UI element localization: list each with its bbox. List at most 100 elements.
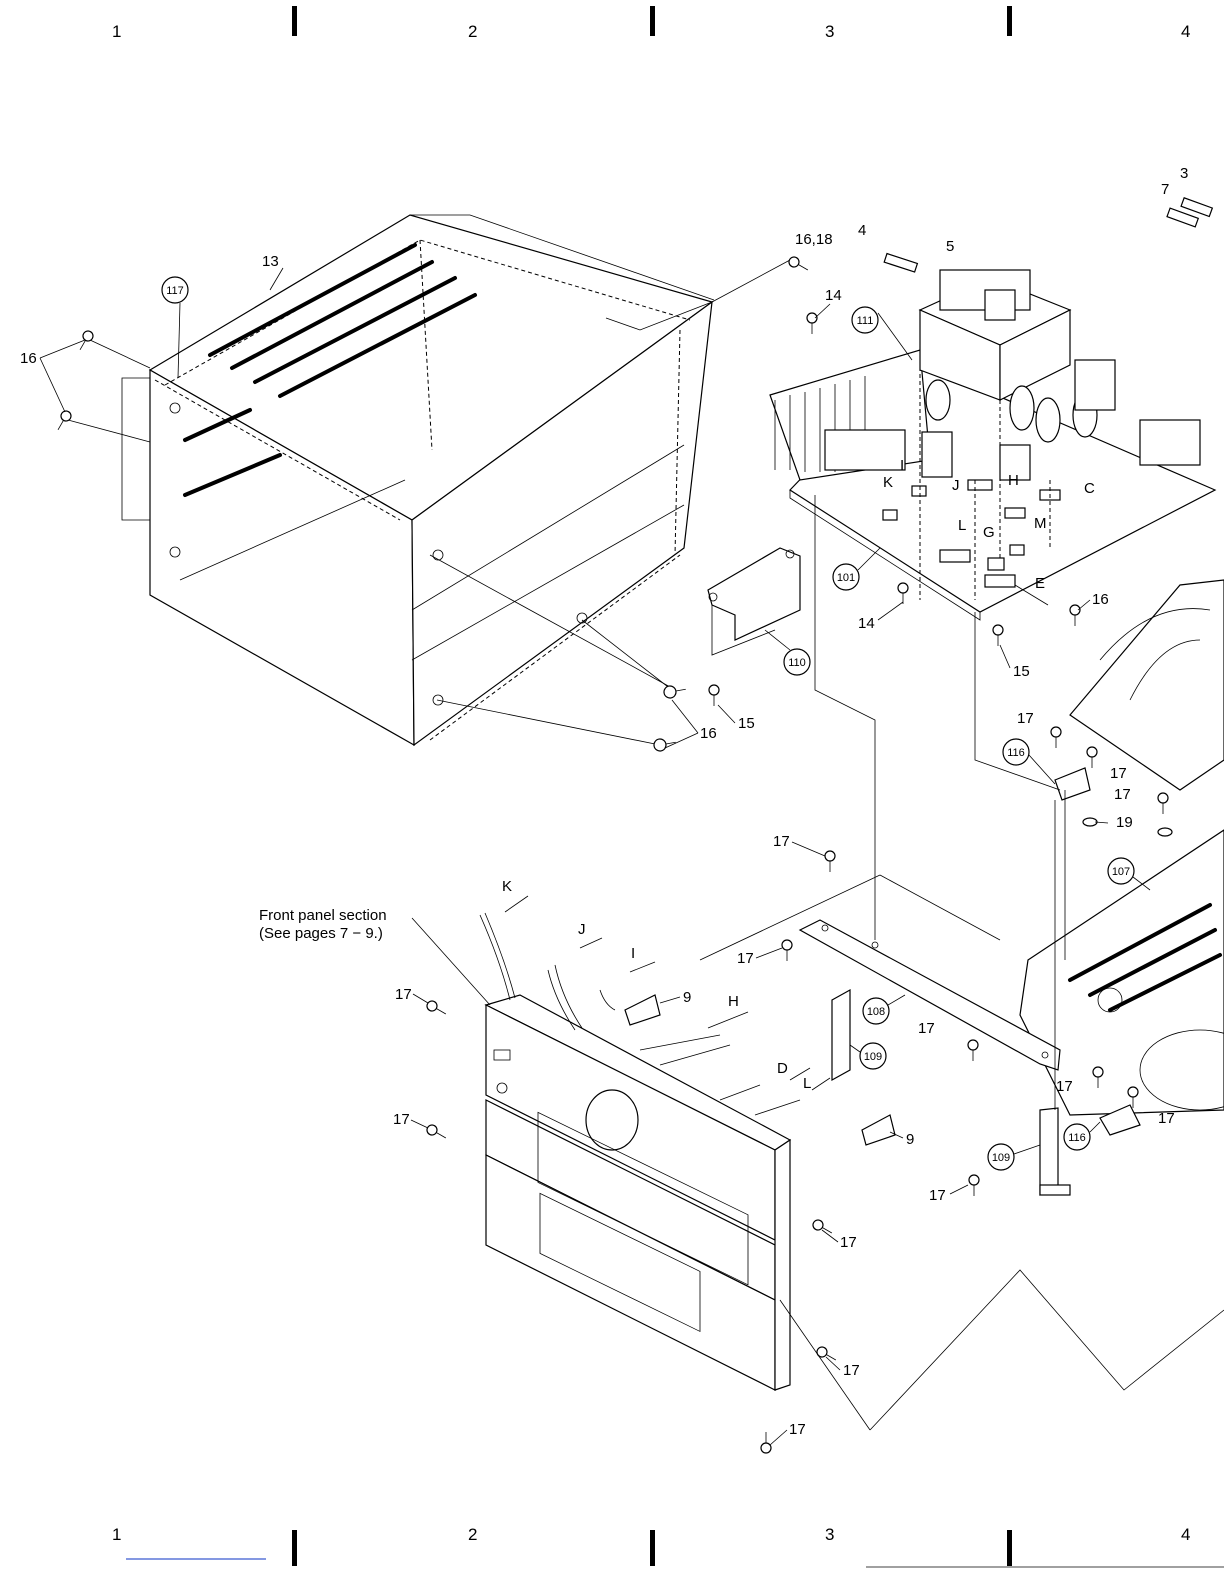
note-line-1: Front panel section: [259, 907, 387, 924]
grid-bottom-1: 1: [112, 1525, 121, 1544]
callout-7: 7: [1161, 181, 1169, 198]
connector-G: [988, 558, 1004, 570]
svg-text:110: 110: [788, 657, 806, 669]
callout-16: 16: [1092, 591, 1109, 608]
callout-17: 17: [773, 833, 790, 850]
ref-110: 110: [784, 649, 810, 675]
callout-17: 17: [737, 950, 754, 967]
ref-111: 111: [852, 307, 878, 333]
svg-text:108: 108: [867, 1006, 885, 1018]
callout-16-18: 16,18: [795, 231, 833, 248]
ref-107: 107: [1108, 858, 1134, 884]
bracket-110: [708, 548, 800, 655]
callout-3: 3: [1180, 165, 1188, 182]
connector-I: [912, 486, 926, 496]
letter-M: M: [1034, 515, 1047, 532]
volume-knob: [586, 1090, 638, 1150]
letter-J: J: [952, 477, 960, 494]
svg-text:116: 116: [1068, 1132, 1086, 1144]
letter-H: H: [1008, 472, 1019, 489]
callout-17: 17: [929, 1187, 946, 1204]
grid-top-2: 2: [468, 22, 477, 41]
svg-text:101: 101: [837, 572, 855, 584]
callout-14: 14: [858, 615, 875, 632]
fuse-icon: [884, 198, 1212, 272]
callout-17: 17: [395, 986, 412, 1003]
connector-L: [940, 550, 970, 562]
connector-J: [968, 480, 992, 490]
letter-I: I: [900, 457, 904, 474]
bottom-grid-markers: 1 2 3 4: [112, 1525, 1224, 1567]
grid-bottom-4: 4: [1181, 1525, 1190, 1544]
callout-16: 16: [20, 350, 37, 367]
callout-13: 13: [262, 253, 279, 270]
grid-divider: [1007, 1530, 1012, 1566]
terminal-block: [1140, 420, 1200, 465]
ref-109: 109: [860, 1043, 886, 1069]
bracket-109-left: [832, 990, 850, 1080]
note-line-2: (See pages 7 − 9.): [259, 925, 383, 942]
ref-109: 109: [988, 1144, 1014, 1170]
grid-divider: [292, 6, 297, 36]
letter-G: G: [983, 524, 995, 541]
heatsink-icon: [770, 350, 930, 480]
callout-17: 17: [789, 1421, 806, 1438]
callout-17: 17: [843, 1362, 860, 1379]
letter-D: D: [777, 1060, 788, 1077]
ref-108: 108: [863, 998, 889, 1024]
capacitor: [926, 380, 950, 420]
svg-text:111: 111: [857, 315, 874, 327]
grid-bottom-3: 3: [825, 1525, 834, 1544]
grid-bottom-2: 2: [468, 1525, 477, 1544]
relay: [922, 432, 952, 477]
switch-block: [1075, 360, 1115, 410]
connector-K: [883, 510, 897, 520]
letter-K: K: [502, 878, 512, 895]
connector-E: [985, 575, 1015, 587]
svg-text:116: 116: [1007, 747, 1025, 759]
callout-16: 16: [700, 725, 717, 742]
callout-9: 9: [683, 989, 691, 1006]
cd-mechanism: [1070, 580, 1224, 790]
callout-15: 15: [1013, 663, 1030, 680]
callout-17: 17: [1158, 1110, 1175, 1127]
capacitor: [1010, 386, 1034, 430]
grid-divider: [1007, 6, 1012, 36]
grid-divider: [650, 1530, 655, 1566]
grid-divider: [292, 1530, 297, 1566]
front-panel-note: Front panel section (See pages 7 − 9.): [259, 907, 490, 1005]
bracket-109-right: [1040, 1108, 1070, 1195]
grid-top-1: 1: [112, 22, 121, 41]
letter-C: C: [1084, 480, 1095, 497]
callout-15: 15: [738, 715, 755, 732]
letter-E: E: [1035, 575, 1045, 592]
capacitor: [1036, 398, 1060, 442]
callout-4: 4: [858, 222, 866, 239]
letter-L: L: [803, 1075, 811, 1092]
callout-17: 17: [918, 1020, 935, 1037]
letter-I: I: [631, 945, 635, 962]
connector-H: [1005, 508, 1025, 518]
grid-top-3: 3: [825, 22, 834, 41]
top-cover: [122, 215, 714, 745]
callout-19: 19: [1116, 814, 1133, 831]
ref-116: 116: [1064, 1124, 1090, 1150]
letter-K: K: [883, 474, 893, 491]
ref-101: 101: [833, 564, 859, 590]
connector-M: [1010, 545, 1024, 555]
svg-text:109: 109: [992, 1152, 1010, 1164]
svg-text:109: 109: [864, 1051, 882, 1063]
callout-17: 17: [840, 1234, 857, 1251]
callout-14: 14: [825, 287, 842, 304]
front-panel: [486, 995, 790, 1390]
callout-17: 17: [1017, 710, 1034, 727]
letter-H: H: [728, 993, 739, 1010]
top-grid-markers: 1 2 3 4: [112, 6, 1190, 41]
callout-17: 17: [393, 1111, 410, 1128]
ref-116: 116: [1003, 739, 1029, 765]
svg-text:107: 107: [1112, 866, 1130, 878]
grid-divider: [650, 6, 655, 36]
callout-17: 17: [1114, 786, 1131, 803]
callout-17: 17: [1056, 1078, 1073, 1095]
